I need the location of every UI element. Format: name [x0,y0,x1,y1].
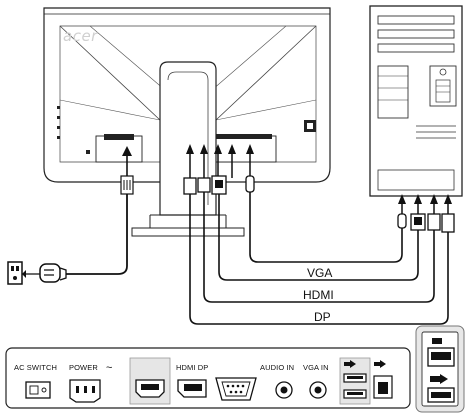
ac-switch-label: AC SWITCH [14,363,57,372]
hdmi-plug-monitor [197,177,211,193]
audio-jack[interactable] [275,381,293,399]
dp-cable-label: DP [314,310,331,324]
audio-cable [249,192,403,263]
hdmi-dp-label: HDMI DP [176,363,208,372]
monitor-power-port-block [95,135,143,163]
dp-cable [189,194,449,325]
usb-b-port[interactable] [373,360,393,399]
power-inlet[interactable] [69,379,101,403]
power-ac-symbol: ~ [106,362,112,374]
pc-tower [369,5,463,197]
power-cable [7,146,134,285]
monitor-brand-logo: acer [63,27,98,45]
pc-side-connectors [397,194,455,233]
ac-switch[interactable] [25,381,51,399]
hdmi-cable [203,192,435,303]
vga-cable [218,194,419,281]
monitor-stand [131,61,245,237]
audio-plug-monitor [245,175,255,193]
dp-plug-pc [441,213,455,233]
hdmi-plug-pc [427,213,441,231]
secondary-jack[interactable] [309,381,327,399]
cable-runs [189,192,449,325]
audio-plug-pc [397,213,407,229]
monitor-side-connectors [183,144,255,195]
monitor-side-buttons[interactable] [57,106,60,139]
vga-cable-label: VGA [307,266,332,280]
hdmi-port[interactable] [135,379,165,398]
side-usb-port-lower[interactable] [427,374,455,403]
vga-port[interactable] [215,377,257,401]
side-usb-port-upper[interactable] [427,338,455,367]
dp-plug-monitor [183,177,197,195]
wall-plug-icon [7,261,67,285]
side-usb-panel [415,325,465,413]
dp-port[interactable] [177,379,207,398]
usb-ports[interactable] [339,357,371,405]
io-panel: AC SWITCH POWER ~ HDMI DP AUDIO IN VGA I… [5,347,411,409]
audio-in-label: AUDIO IN [260,363,294,372]
hdmi-cable-label: HDMI [303,288,334,302]
power-label: POWER [69,363,98,372]
vga-in-label: VGA IN [303,363,329,372]
